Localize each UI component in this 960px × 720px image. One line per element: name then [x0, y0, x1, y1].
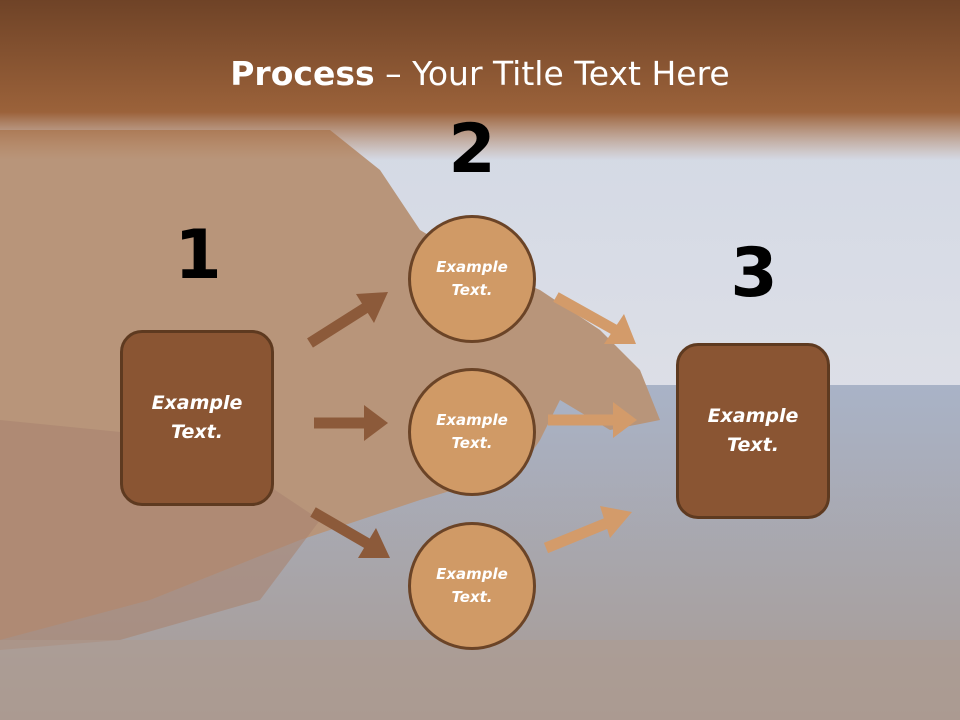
- process-box-right-label: Example Text.: [707, 405, 799, 456]
- arrow-bottom-to-right: [543, 506, 632, 554]
- process-circle-middle: Example Text.: [408, 368, 536, 496]
- title-bold: Process: [230, 54, 375, 93]
- step-number-3: 3: [730, 234, 778, 313]
- step-number-2: 2: [448, 110, 496, 189]
- arrow-top-to-right: [553, 292, 636, 344]
- process-box-left-label: Example Text.: [151, 392, 243, 443]
- slide-title: Process – Your Title Text Here: [0, 52, 960, 96]
- arrow-left-to-bottom: [310, 507, 390, 558]
- title-rest: – Your Title Text Here: [374, 54, 730, 93]
- process-box-right: Example Text.: [676, 343, 830, 519]
- arrow-left-to-middle: [314, 405, 388, 441]
- process-circle-top: Example Text.: [408, 215, 536, 343]
- arrow-middle-to-right: [548, 402, 637, 438]
- process-circle-top-label: Example Text.: [436, 258, 508, 299]
- step-number-1: 1: [174, 216, 222, 295]
- process-circle-bottom-label: Example Text.: [436, 565, 508, 606]
- process-circle-middle-label: Example Text.: [436, 411, 508, 452]
- process-circle-bottom: Example Text.: [408, 522, 536, 650]
- arrow-left-to-top: [307, 292, 388, 348]
- process-box-left: Example Text.: [120, 330, 274, 506]
